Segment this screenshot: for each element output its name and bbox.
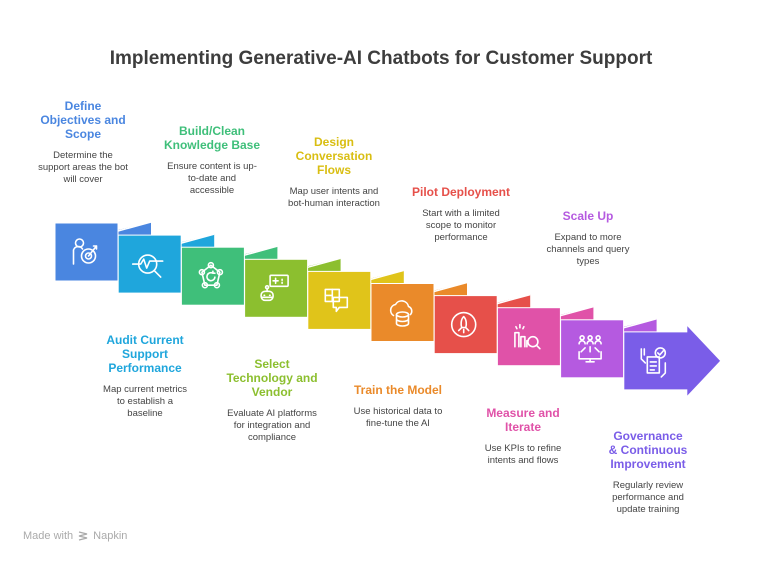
cloud-database-icon xyxy=(389,300,413,327)
step-panel xyxy=(496,307,561,367)
step-panel xyxy=(54,222,119,282)
step-title: Audit Current Support Performance xyxy=(106,333,184,375)
checklist-hand-icon xyxy=(640,347,667,378)
step-description: Determine the support areas the bot will… xyxy=(38,150,128,185)
step-panel xyxy=(180,246,245,306)
step-title: Design Conversation Flows xyxy=(295,135,373,177)
step-description: Expand to more channels and query types xyxy=(546,232,630,267)
step-description: Map user intents and bot-human interacti… xyxy=(288,186,380,209)
rocket-icon xyxy=(450,311,477,338)
chart-search-icon xyxy=(514,323,541,350)
step-block-10 xyxy=(623,323,722,399)
napkin-logo-icon xyxy=(78,531,88,541)
step-title: Define Objectives and Scope xyxy=(40,99,126,141)
step-panel xyxy=(560,319,625,379)
final-arrow xyxy=(623,323,722,399)
step-title: Select Technology and Vendor xyxy=(226,357,318,399)
step-description: Use historical data to fine-tune the AI xyxy=(353,406,443,429)
step-panel xyxy=(244,258,309,318)
step-title: Measure and Iterate xyxy=(486,406,560,434)
robot-panel-icon xyxy=(260,274,289,302)
users-monitor-icon xyxy=(578,334,602,363)
step-description: Evaluate AI platforms for integration an… xyxy=(227,408,317,443)
step-description: Use KPIs to refine intents and flows xyxy=(484,443,562,466)
step-block-6 xyxy=(370,281,468,342)
step-description: Map current metrics to establish a basel… xyxy=(103,384,187,419)
step-description: Start with a limited scope to monitor pe… xyxy=(422,208,500,243)
step-description: Regularly review performance and update … xyxy=(612,480,684,515)
step-block-1 xyxy=(54,221,152,282)
diagram-title: Implementing Generative-AI Chatbots for … xyxy=(109,48,653,69)
step-label-9: Scale Up Expand to more channels and quer… xyxy=(523,209,653,268)
step-title: Scale Up xyxy=(562,209,614,223)
made-with-label: Made with xyxy=(23,530,74,542)
footer: Made with Napkin xyxy=(23,530,127,542)
step-title: Governance & Continuous Improvement xyxy=(608,429,688,471)
step-title: Train the Model xyxy=(353,383,442,397)
person-target-icon xyxy=(72,238,98,265)
pulse-search-icon xyxy=(131,254,164,278)
step-block-9 xyxy=(560,318,657,379)
step-block-4 xyxy=(244,257,341,318)
chat-flow-icon xyxy=(324,288,349,313)
step-panel xyxy=(117,234,182,294)
step-description: Ensure content is up-to-date and accessi… xyxy=(167,161,257,196)
network-refresh-icon xyxy=(198,261,224,289)
step-title: Build/Clean Knowledge Base xyxy=(163,124,261,152)
napkin-brand: Napkin xyxy=(93,530,128,542)
step-title: Pilot Deployment xyxy=(411,185,510,199)
